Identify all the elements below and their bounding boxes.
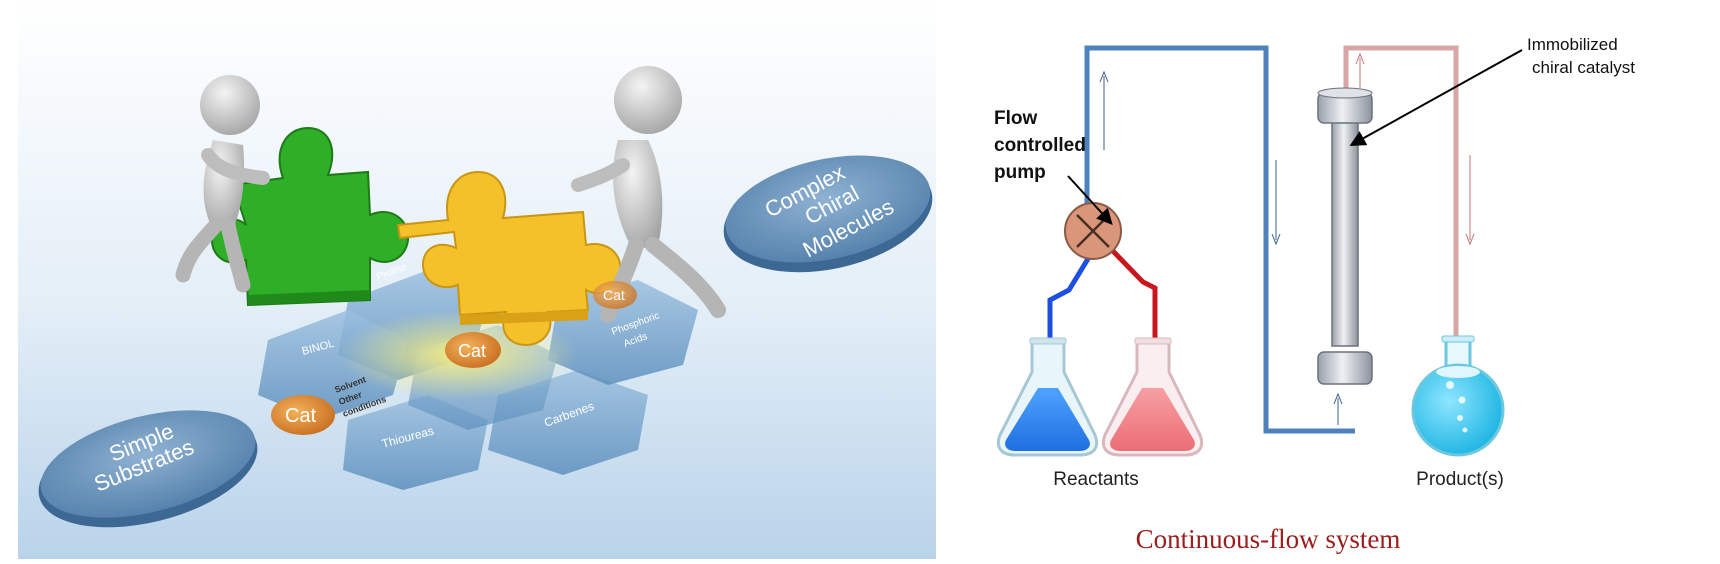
right-figure [571,66,726,323]
flow-arrows-red [1355,52,1475,246]
catalysis-illustration: Proline BINOL Thioureas Carbenes Phospho… [18,0,936,559]
catalyst-label-line1: Immobilized [1527,35,1618,54]
diagram-title: Continuous-flow system [1136,524,1401,554]
products-label: Product(s) [1416,469,1504,490]
catalyst-disc-right: Cat [593,281,637,309]
flow-pump [1064,202,1122,260]
simple-substrates-ellipse: Simple Substrates [38,410,258,528]
cat-label-center: Cat [458,341,486,361]
catalyst-disc-center: Cat [445,332,501,368]
pump-label-line2: controlled [994,135,1086,156]
red-reactant-flask [1101,337,1204,457]
red-tubing [1343,45,1459,340]
catalyst-pointer-arrow [1349,49,1523,146]
cat-label-right: Cat [603,287,625,303]
catalysis-illustration-svg: Proline BINOL Thioureas Carbenes Phospho… [18,0,936,559]
flow-diagram-svg: Flow controlled pump Immobilized chiral … [994,35,1635,554]
yellow-puzzle-piece [396,170,622,347]
left-figure [175,75,270,293]
blue-tubing [1084,45,1355,434]
blue-reactant-flask [996,337,1099,457]
flow-diagram: Flow controlled pump Immobilized chiral … [950,0,1720,559]
catalyst-column [1317,87,1373,385]
product-flask [1411,335,1505,457]
flow-arrows [1099,70,1343,425]
pump-label-line1: Flow [994,108,1037,129]
pump-pointer-arrow [1067,175,1113,225]
catalyst-label-line2: chiral catalyst [1532,58,1635,77]
complex-chiral-ellipse: Complex Chiral Molecules [723,155,933,273]
cat-label-left: Cat [285,405,317,427]
pump-label-line3: pump [994,162,1046,183]
reactants-label: Reactants [1053,469,1139,490]
